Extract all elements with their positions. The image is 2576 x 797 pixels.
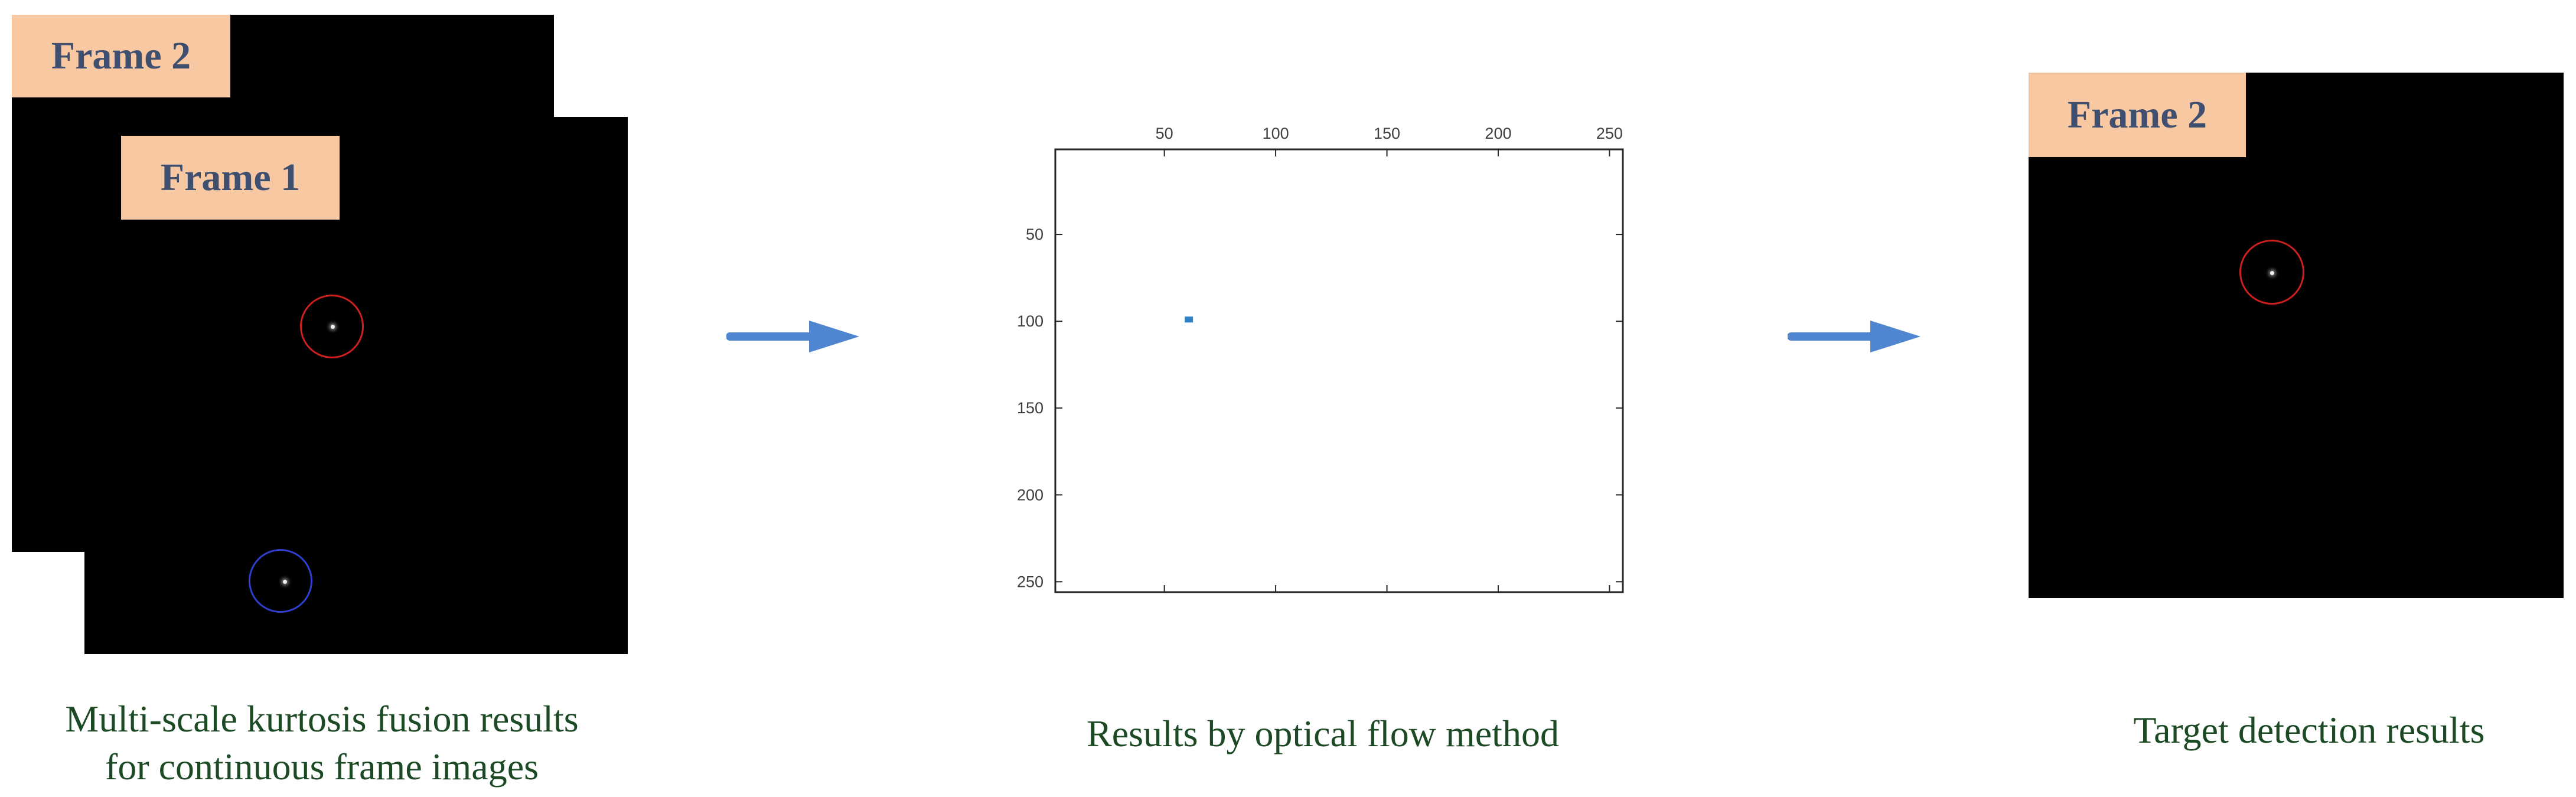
target-point-detected	[2270, 271, 2274, 275]
plot-area	[1054, 148, 1624, 593]
blue-detection-circle	[249, 549, 312, 613]
optical-flow-plot: 50 100 150 200 250 50 100 150 200 250	[1017, 125, 1624, 593]
right-caption: Target detection results	[2133, 709, 2485, 751]
target-point-blue	[283, 580, 287, 584]
red-detection-circle	[300, 295, 364, 358]
x-tick-label: 150	[1374, 125, 1400, 142]
x-tick-label: 200	[1485, 125, 1511, 142]
x-tick-label: 250	[1596, 125, 1623, 142]
red-detection-circle	[2239, 240, 2304, 305]
y-tick-label: 50	[1026, 226, 1044, 243]
arrow-right-icon	[1788, 321, 1920, 352]
frame2-result-image	[2029, 73, 2564, 598]
x-tick-label: 50	[1156, 125, 1173, 142]
y-tick-label: 200	[1017, 486, 1044, 504]
frame1-label: Frame 1	[121, 136, 340, 220]
y-tick-group: 50 100 150 200 250	[1017, 226, 1623, 590]
left-caption-line2: for continuous frame images	[105, 746, 539, 788]
middle-caption: Results by optical flow method	[1087, 713, 1559, 754]
data-point-group	[1185, 316, 1194, 323]
flow-data-point	[1185, 316, 1194, 323]
left-caption-line1: Multi-scale kurtosis fusion results	[65, 698, 579, 740]
arrow-right-icon	[726, 321, 859, 352]
frame2-label-right: Frame 2	[2029, 73, 2246, 157]
x-tick-label: 100	[1263, 125, 1289, 142]
frame2-label-left: Frame 2	[12, 15, 230, 97]
target-point-red	[331, 325, 335, 329]
y-tick-label: 100	[1017, 312, 1044, 330]
y-tick-label: 150	[1017, 399, 1044, 417]
x-tick-group: 50 100 150 200 250	[1156, 125, 1623, 592]
y-tick-label: 250	[1017, 573, 1044, 590]
